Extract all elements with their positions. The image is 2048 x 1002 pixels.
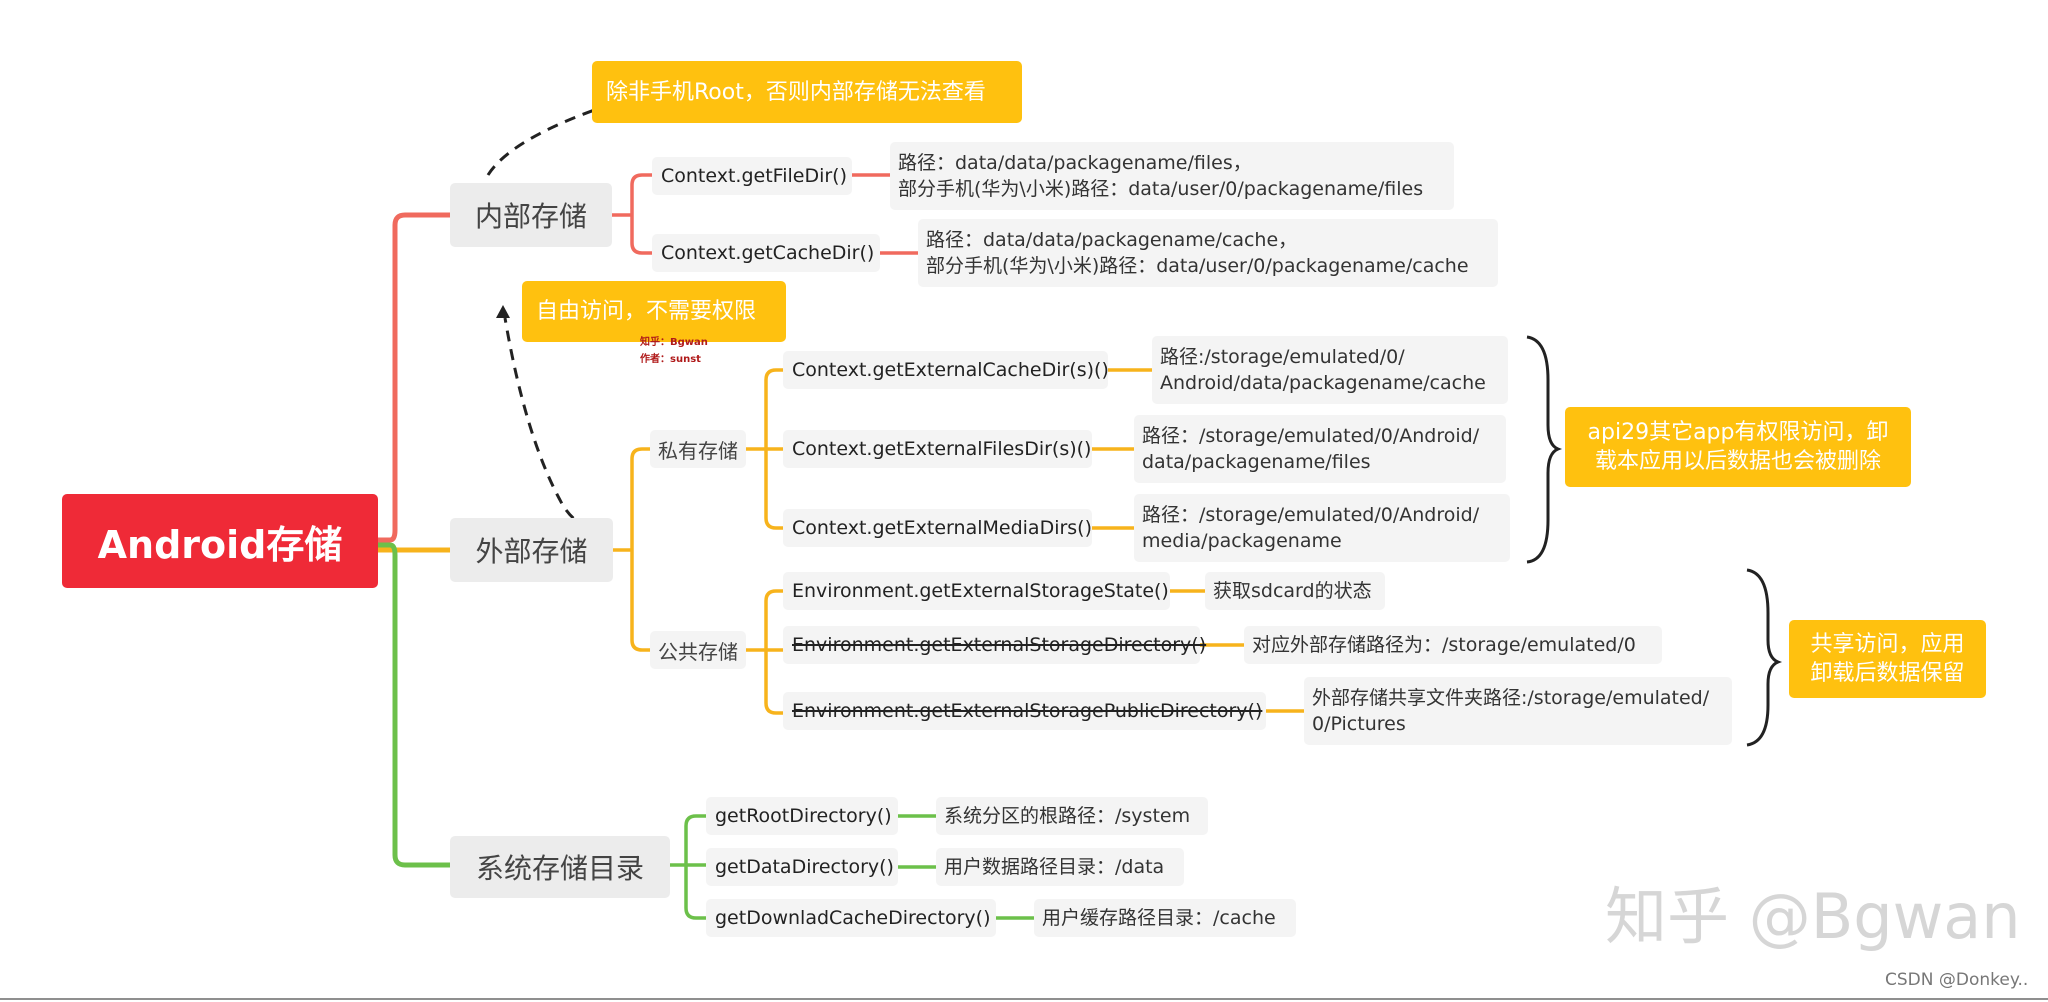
link-system [378,542,452,868]
method-label: getRootDirectory() [715,805,892,827]
branch-internal-label: 内部存储 [474,200,587,233]
branch-internal-storage[interactable]: 内部存储 [450,183,612,247]
method-get-external-media-dirs[interactable]: Context.getExternalMediaDirs() [783,509,1092,547]
brace-private [1526,335,1563,564]
branch-system-label: 系统存储目录 [475,852,644,885]
method-label: Context.getExternalCacheDir(s)() [792,359,1109,381]
method-get-root-directory[interactable]: getRootDirectory() [706,797,898,835]
method-label: Context.getExternalMediaDirs() [792,517,1093,539]
method-label: getDownladCacheDirectory() [715,907,991,929]
desc-data-directory: 用户数据路径目录：/data [936,848,1184,886]
sub-private-label: 私有存储 [658,438,738,463]
method-get-cache-dir[interactable]: Context.getCacheDir() [652,234,880,272]
path-external-cache-dirs: 路径:/storage/emulated/0/ Android/data/pac… [1152,336,1508,404]
path-line: 路径：/storage/emulated/0/Android/ [1142,504,1480,526]
desc-external-storage-state: 获取sdcard的状态 [1205,572,1385,610]
path-line: media/packagename [1142,530,1342,552]
method-label-deprecated: Environment.getExternalStorageDirectory(… [792,634,1207,656]
method-label-deprecated: Environment.getExternalStoragePublicDire… [792,700,1263,722]
path-line: 部分手机(华为\小米)路径：data/user/0/packagename/ca… [926,255,1469,277]
path-line: 路径：data/data/packagename/files， [898,152,1252,174]
method-label: getDataDirectory() [715,856,894,878]
method-get-external-storage-directory[interactable]: Environment.getExternalStorageDirectory(… [783,626,1206,664]
desc-external-storage-directory: 对应外部存储路径为：/storage/emulated/0 [1244,626,1662,664]
root-node[interactable]: Android存储 [62,494,378,588]
note-external-text: 自由访问，不需要权限 [536,299,757,324]
method-get-file-dir[interactable]: Context.getFileDir() [652,157,852,195]
method-label: Context.getCacheDir() [661,242,875,264]
path-line: 外部存储共享文件夹路径:/storage/emulated/ [1312,687,1710,709]
note-internal-text: 除非手机Root，否则内部存储无法查看 [606,79,986,105]
note-public-storage[interactable]: 共享访问，应用卸载后数据保留 [1789,620,1986,698]
small-watermark-line: 知乎：Bgwan [640,337,708,348]
sub-public-label: 公共存储 [658,639,738,664]
small-watermark: 知乎：Bgwan 作者：sunst [640,334,708,368]
path-line: data/packagename/files [1142,451,1371,473]
credit-text: CSDN @Donkey.. [1885,970,2029,990]
dashed-arrow-internal [486,106,601,176]
path-line: 获取sdcard的状态 [1213,580,1372,602]
path-external-files-dirs: 路径：/storage/emulated/0/Android/ data/pac… [1134,415,1506,483]
path-line: 路径：/storage/emulated/0/Android/ [1142,425,1480,447]
path-line: 用户数据路径目录：/data [944,856,1165,878]
path-line: Android/data/packagename/cache [1160,372,1486,394]
path-external-media-dirs: 路径：/storage/emulated/0/Android/ media/pa… [1134,494,1510,562]
root-label: Android存储 [97,522,343,567]
link-internal [378,212,452,543]
method-label: Environment.getExternalStorageState() [792,580,1169,602]
path-line: 系统分区的根路径：/system [944,805,1191,827]
note-private-text: api29其它app有权限访问，卸载本应用以后数据也会被删除 [1587,420,1889,474]
path-get-file-dir: 路径：data/data/packagename/files， 部分手机(华为\… [890,142,1454,210]
method-get-external-storage-public-directory[interactable]: Environment.getExternalStoragePublicDire… [783,692,1266,730]
watermark-text: 知乎 @Bgwan [1605,880,2021,953]
method-get-external-files-dirs[interactable]: Context.getExternalFilesDir(s)() [783,430,1092,468]
sub-private-storage[interactable]: 私有存储 [650,430,746,468]
path-line: 路径:/storage/emulated/0/ [1160,346,1405,368]
method-get-data-directory[interactable]: getDataDirectory() [706,848,898,886]
desc-download-cache-directory: 用户缓存路径目录：/cache [1034,899,1296,937]
path-line: 部分手机(华为\小米)路径：data/user/0/packagename/fi… [898,178,1424,200]
branch-external-label: 外部存储 [475,535,588,568]
branch-external-storage[interactable]: 外部存储 [450,518,613,582]
small-watermark-line: 作者：sunst [640,354,701,365]
desc-root-directory: 系统分区的根路径：/system [936,797,1208,835]
arrowhead-external [496,305,510,318]
method-label: Context.getExternalFilesDir(s)() [792,438,1092,460]
note-external-free-access[interactable]: 自由访问，不需要权限 [522,281,786,342]
note-public-text: 共享访问，应用卸载后数据保留 [1810,632,1965,686]
method-get-external-storage-state[interactable]: Environment.getExternalStorageState() [783,572,1170,610]
bottom-divider [0,998,2048,1000]
sub-public-storage[interactable]: 公共存储 [650,631,746,669]
path-line: 0/Pictures [1312,713,1406,735]
branch-system-storage[interactable]: 系统存储目录 [450,836,670,898]
path-line: 用户缓存路径目录：/cache [1042,907,1276,929]
dashed-arrow-external [503,317,609,534]
method-label: Context.getFileDir() [661,165,848,187]
method-get-external-cache-dirs[interactable]: Context.getExternalCacheDir(s)() [783,351,1109,389]
path-line: 对应外部存储路径为：/storage/emulated/0 [1252,634,1636,656]
brace-public [1746,568,1783,747]
method-get-download-cache-directory[interactable]: getDownladCacheDirectory() [706,899,996,937]
path-get-cache-dir: 路径：data/data/packagename/cache， 部分手机(华为\… [918,219,1498,287]
note-private-storage[interactable]: api29其它app有权限访问，卸载本应用以后数据也会被删除 [1565,407,1911,487]
desc-external-storage-public-directory: 外部存储共享文件夹路径:/storage/emulated/ 0/Picture… [1304,677,1732,745]
path-line: 路径：data/data/packagename/cache， [926,229,1298,251]
note-internal-root-only[interactable]: 除非手机Root，否则内部存储无法查看 [592,61,1022,123]
